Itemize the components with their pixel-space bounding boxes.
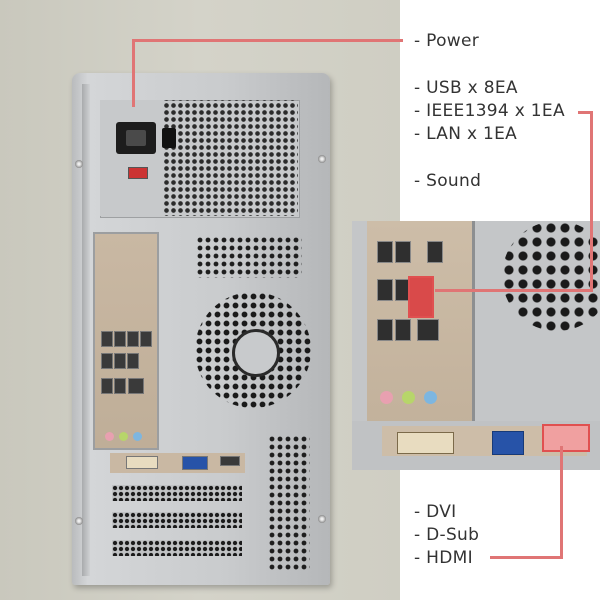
case-vent-top xyxy=(196,236,302,278)
usb-port xyxy=(101,353,113,369)
label-dvi: - DVI xyxy=(414,502,457,522)
usb-port xyxy=(140,331,152,347)
hdmi-port xyxy=(220,456,240,466)
screw xyxy=(318,515,326,523)
inset-usb-port xyxy=(377,241,393,263)
usb-port xyxy=(114,378,126,394)
case-edge xyxy=(82,84,90,576)
inset-usb-port xyxy=(395,241,411,263)
audio-jack-green xyxy=(119,432,128,441)
dsub-port xyxy=(182,456,208,470)
usb-port xyxy=(101,331,113,347)
label-dsub: - D-Sub xyxy=(414,525,480,545)
inset-audio-jack-green xyxy=(402,391,415,404)
audio-jack-blue xyxy=(133,432,142,441)
zoom-inset xyxy=(352,221,600,470)
label-usb: - USB x 8EA xyxy=(414,78,518,98)
usb-port xyxy=(101,378,113,394)
voltage-switch xyxy=(128,167,148,179)
expansion-slot-cover xyxy=(112,512,242,528)
expansion-slot-cover xyxy=(112,485,242,501)
dvi-port xyxy=(126,456,158,469)
usb-port xyxy=(127,331,139,347)
callout-line-ieee1394 xyxy=(435,289,593,292)
screw xyxy=(318,155,326,163)
inset-fan-vent xyxy=(502,221,600,331)
case-vent-side xyxy=(268,435,310,570)
usb-port xyxy=(127,353,139,369)
inset-lan-port xyxy=(417,319,439,341)
callout-line-hdmi xyxy=(490,556,563,559)
screw xyxy=(75,160,83,168)
usb-port xyxy=(114,331,126,347)
psu-panel xyxy=(100,100,164,216)
label-hdmi: - HDMI xyxy=(414,548,473,568)
inset-audio-jack-pink xyxy=(380,391,393,404)
power-socket xyxy=(116,122,156,154)
inset-usb-port xyxy=(377,319,393,341)
label-lan: - LAN x 1EA xyxy=(414,124,518,144)
lan-port xyxy=(128,378,144,394)
audio-jack-pink xyxy=(105,432,114,441)
label-ieee1394: - IEEE1394 x 1EA xyxy=(414,101,565,121)
inset-ieee1394-port xyxy=(408,276,434,318)
screw xyxy=(75,517,83,525)
fan-hub xyxy=(232,329,280,377)
inset-usb-port xyxy=(395,319,411,341)
callout-line-ieee1394 xyxy=(578,111,592,114)
expansion-slot-cover xyxy=(112,540,242,556)
power-switch xyxy=(162,128,176,148)
label-power: - Power xyxy=(414,31,480,51)
inset-hdmi-port xyxy=(542,424,590,452)
callout-line-power xyxy=(132,39,403,42)
inset-audio-jack-blue xyxy=(424,391,437,404)
inset-dsub-port xyxy=(492,431,524,455)
label-sound: - Sound xyxy=(414,171,482,191)
callout-line-power xyxy=(132,39,135,107)
callout-line-hdmi xyxy=(560,446,563,558)
inset-usb-port xyxy=(377,279,393,301)
inset-dvi-port xyxy=(397,432,454,454)
usb-port xyxy=(114,353,126,369)
inset-usb-port xyxy=(427,241,443,263)
callout-line-ieee1394 xyxy=(590,111,593,291)
